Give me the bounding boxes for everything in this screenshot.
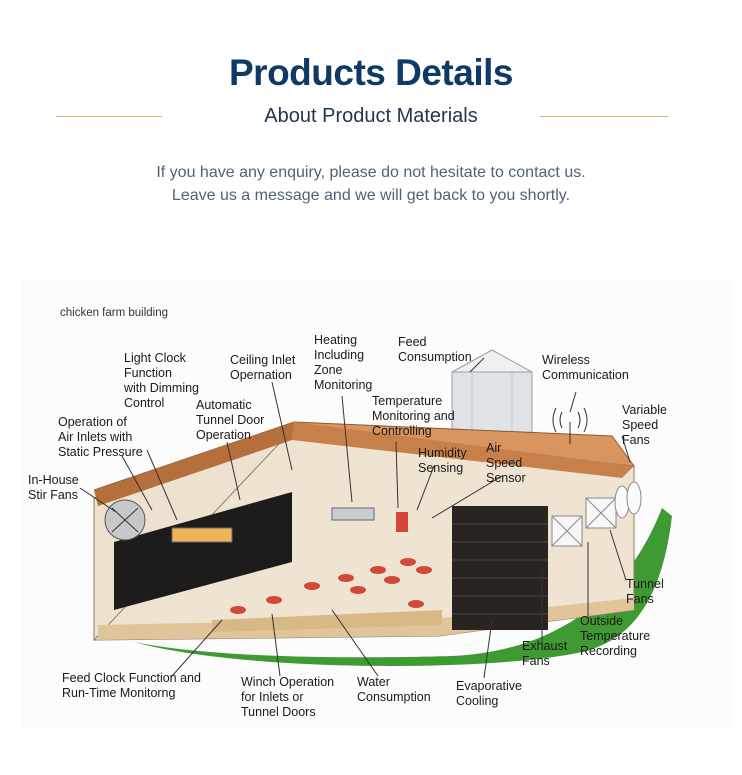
title-rule-right [540,116,668,117]
title-rule-left [56,116,162,117]
label-water: Water Consumption [357,675,431,704]
svg-text:Operation of: Operation of [58,415,127,429]
intro-line-2: Leave us a message and we will get back … [171,187,571,204]
page-subtitle: About Product Materials [264,105,478,127]
svg-text:Tunnel: Tunnel [626,577,664,591]
svg-text:Zone: Zone [314,363,343,377]
svg-text:Sensor: Sensor [486,471,526,485]
label-wireless: Wireless Communication [542,353,629,382]
svg-text:Control: Control [124,396,164,410]
pointer-lines [79,357,631,679]
exhaust-fans [551,481,642,547]
label-light-clock: Light Clock Function with Dimming Contro… [123,351,199,410]
roof-front [292,422,634,478]
svg-text:Sensing: Sensing [418,461,463,475]
label-feed-consumption: Feed Consumption [398,335,472,364]
grass [134,508,672,666]
label-evaporative: Evaporative Cooling [456,679,522,708]
svg-text:Air: Air [486,441,501,455]
svg-text:Consumption: Consumption [357,690,431,704]
label-exhaust-fans: Exhaust Fans [522,639,568,668]
svg-text:Speed: Speed [486,456,522,470]
svg-text:Feed Clock Function and: Feed Clock Function and [62,671,201,685]
feeders [230,558,432,614]
stir-fan [104,499,146,541]
label-winch: Winch Operation for Inlets or Tunnel Doo… [241,675,334,719]
svg-text:Air Inlets with: Air Inlets with [58,430,132,444]
svg-text:Recording: Recording [580,644,637,658]
label-tunnel-door: Automatic Tunnel Door Operation [196,398,264,442]
intro-line-1: If you have any enquiry, please do not h… [156,164,586,181]
svg-text:Tunnel Doors: Tunnel Doors [241,705,316,719]
svg-text:Exhaust: Exhaust [522,639,568,653]
svg-text:Temperature: Temperature [580,629,650,643]
label-heating: Heating Including Zone Monitoring [314,333,372,392]
wireless-antenna [552,407,588,444]
svg-text:Water: Water [357,675,390,689]
svg-text:Run-Time Monitorng: Run-Time Monitorng [62,686,176,700]
svg-text:In-House: In-House [28,473,79,487]
heater-1 [171,527,233,543]
svg-text:Static Pressure: Static Pressure [58,445,143,459]
svg-text:Opernation: Opernation [230,368,292,382]
label-humidity: Humidity Sensing [418,446,467,475]
svg-text:Temperature: Temperature [372,394,442,408]
svg-text:Automatic: Automatic [196,398,252,412]
svg-text:Variable: Variable [622,403,667,417]
end-curtain [114,492,292,610]
svg-text:Monitoring: Monitoring [314,378,372,392]
svg-text:Tunnel Door: Tunnel Door [196,413,264,427]
label-feed-clock: Feed Clock Function and Run-Time Monitor… [62,671,201,700]
svg-text:Winch Operation: Winch Operation [241,675,334,689]
control-box [396,512,408,532]
svg-text:Controlling: Controlling [372,424,432,438]
svg-text:Speed: Speed [622,418,658,432]
evaporative-pad [452,506,548,630]
svg-text:Operation: Operation [196,428,251,442]
heater-2 [331,507,375,521]
svg-text:Stir Fans: Stir Fans [28,488,78,502]
label-air-speed: Air Speed Sensor [486,441,526,485]
svg-text:Including: Including [314,348,364,362]
svg-text:Wireless: Wireless [542,353,590,367]
svg-text:Communication: Communication [542,368,629,382]
svg-text:for Inlets or: for Inlets or [241,690,304,704]
farm-diagram: chicken farm building [22,280,732,728]
svg-text:Fans: Fans [522,654,550,668]
label-variable-fans: Variable Speed Fans [622,403,667,447]
svg-text:Heating: Heating [314,333,357,347]
label-stir-fans: In-House Stir Fans [28,473,79,502]
svg-text:Light Clock: Light Clock [124,351,187,365]
page-title: Products Details [229,52,513,93]
svg-text:Consumption: Consumption [398,350,472,364]
roof-edge [94,422,294,506]
svg-text:Humidity: Humidity [418,446,467,460]
svg-text:Fans: Fans [626,592,654,606]
svg-text:with Dimming: with Dimming [123,381,199,395]
label-tunnel-fans: Tunnel Fans [626,577,664,606]
diagram-caption: chicken farm building [60,307,168,319]
litter [212,610,442,632]
label-outside-temp: Outside Temperature Recording [580,614,650,658]
svg-text:Cooling: Cooling [456,694,498,708]
svg-text:Outside: Outside [580,614,623,628]
svg-text:Ceiling Inlet: Ceiling Inlet [230,353,296,367]
svg-text:Monitoring and: Monitoring and [372,409,455,423]
svg-text:Function: Function [124,366,172,380]
label-temperature: Temperature Monitoring and Controlling [372,394,455,438]
svg-text:Evaporative: Evaporative [456,679,522,693]
svg-text:Fans: Fans [622,433,650,447]
svg-text:Feed: Feed [398,335,427,349]
farm-diagram-svg: chicken farm building [28,307,672,719]
label-ceiling-inlet: Ceiling Inlet Opernation [230,353,296,382]
label-air-inlets: Operation of Air Inlets with Static Pres… [58,415,143,459]
